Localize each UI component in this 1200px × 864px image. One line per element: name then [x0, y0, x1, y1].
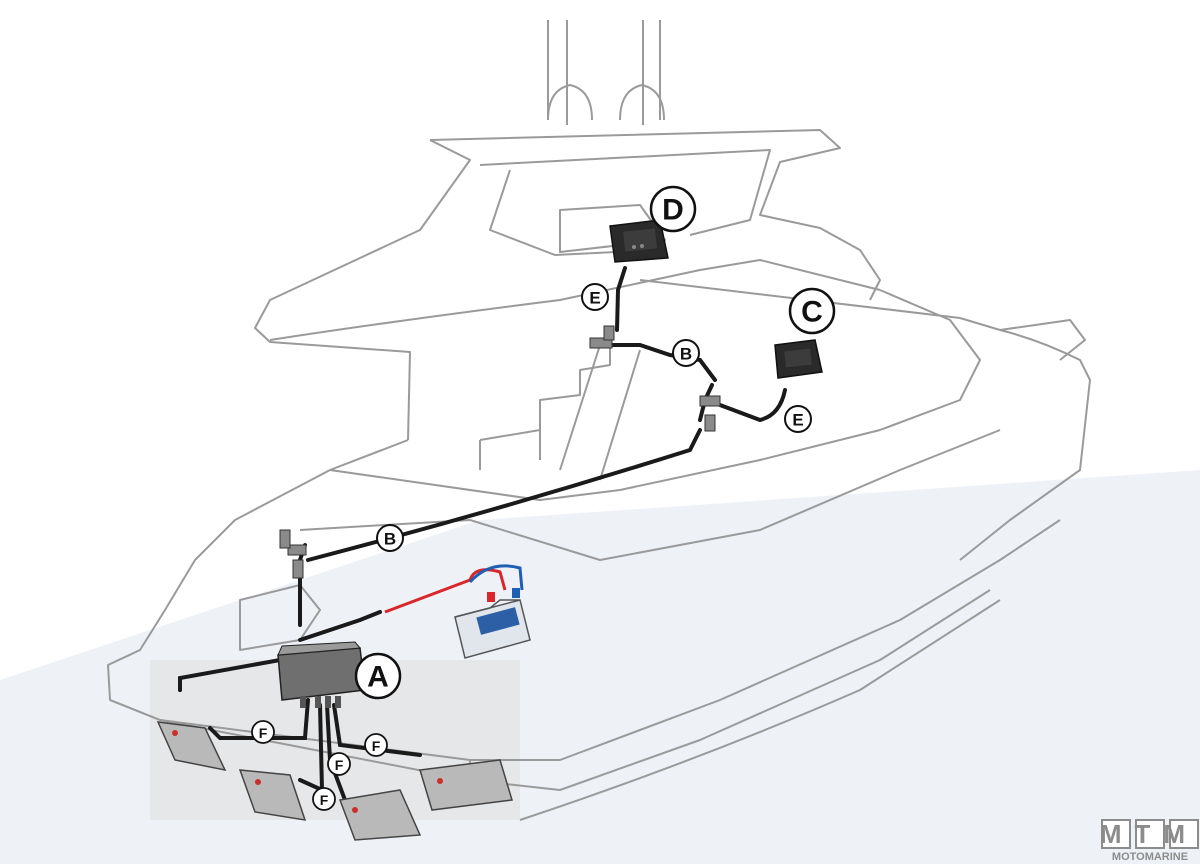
label-e-lower: E [784, 405, 812, 433]
label-b-upper: B [672, 339, 700, 367]
watermark-letters: MTM [1100, 819, 1198, 849]
display-unit-d [609, 219, 669, 263]
label-f-4: F [312, 787, 336, 811]
label-d: D [649, 185, 697, 233]
label-c-text: C [801, 296, 823, 329]
boat-outline [107, 20, 1091, 821]
label-e-upper-text: E [589, 289, 600, 308]
hub-unit [277, 641, 366, 708]
label-e-lower-text: E [792, 411, 803, 430]
t-connectors [279, 325, 721, 579]
label-c: C [788, 287, 836, 335]
label-b-lower-text: B [384, 530, 396, 549]
label-d-text: D [662, 194, 684, 227]
label-f-2: F [364, 733, 388, 757]
module-brand-marks [172, 730, 443, 813]
display-unit-c [774, 339, 823, 379]
label-a: A [354, 652, 402, 700]
label-e-upper: E [581, 283, 609, 311]
label-f-1: F [251, 720, 275, 744]
label-f-3: F [327, 752, 351, 776]
label-b-lower: B [376, 524, 404, 552]
label-a-text: A [367, 661, 389, 694]
battery [454, 588, 531, 659]
label-f-3-text: F [335, 757, 344, 773]
label-f-1-text: F [259, 725, 268, 741]
label-b-upper-text: B [680, 345, 692, 364]
watermark: MTM MOTOMARINE [1100, 819, 1199, 863]
label-f-2-text: F [372, 738, 381, 754]
label-f-4-text: F [320, 792, 329, 808]
negative-cable [468, 564, 524, 591]
watermark-brand: MOTOMARINE [1112, 851, 1188, 863]
